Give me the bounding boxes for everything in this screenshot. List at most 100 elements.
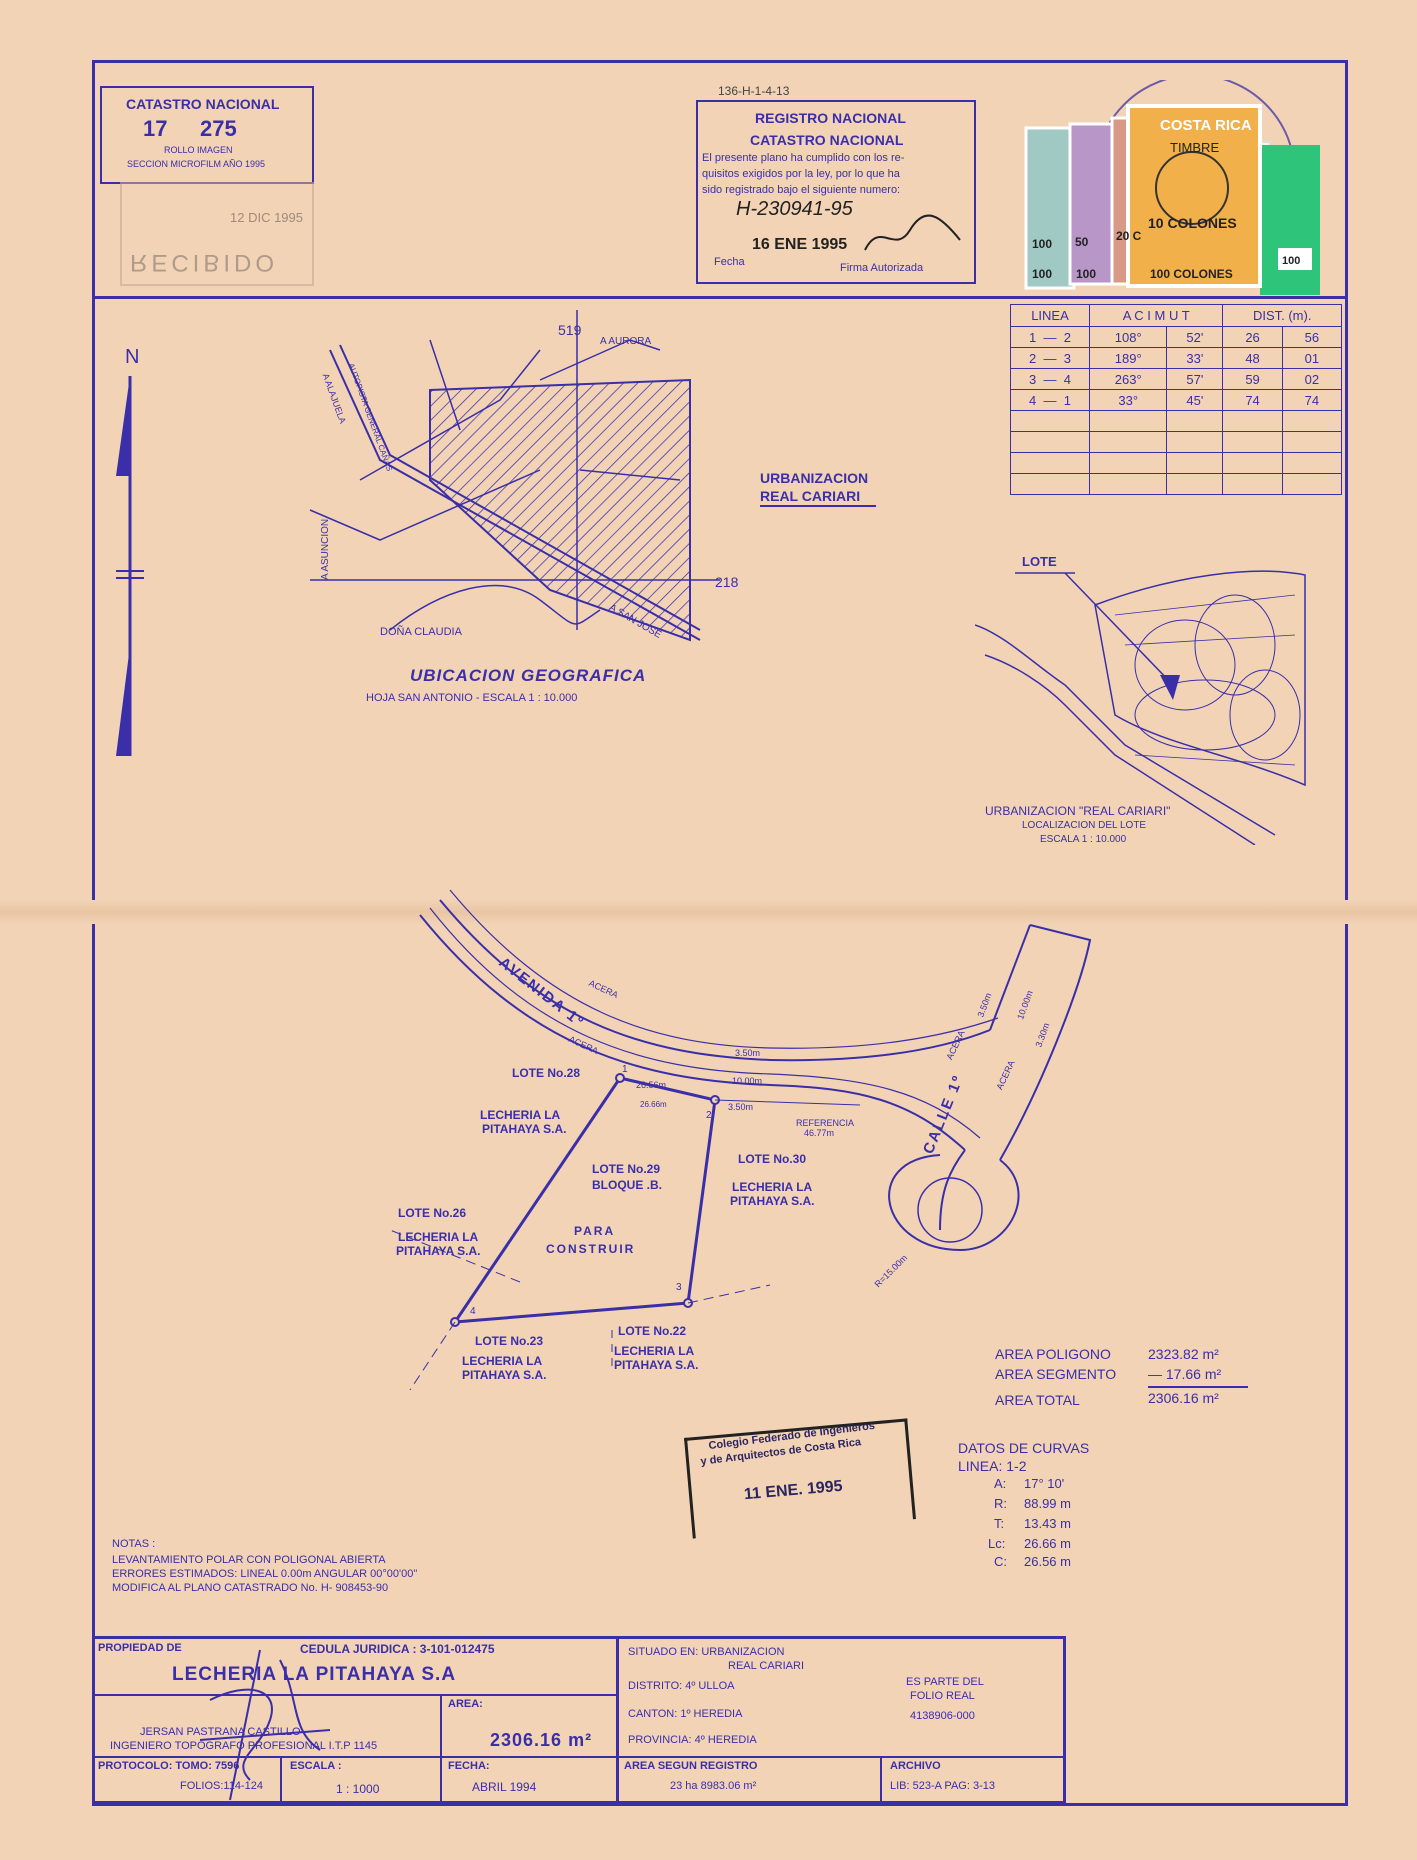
lote-29-para: PARA: [574, 1224, 616, 1238]
registro-firma: Firma Autorizada: [840, 262, 924, 274]
referencia-label: REFERENCIA: [796, 1118, 855, 1128]
area-total-value: 2306.16 m²: [1148, 1390, 1219, 1406]
ubicacion-title: UBICACION GEOGRAFICA: [410, 666, 647, 685]
tb-parte3: 4138906-000: [910, 1710, 975, 1722]
vertex-4: 4: [470, 1306, 476, 1317]
north-arrow-icon: [116, 376, 144, 756]
tb-divider-v2: [440, 1694, 442, 1804]
area-total-label: AREA TOTAL: [995, 1392, 1080, 1408]
stamp-timbre: TIMBRE: [1170, 140, 1219, 155]
tb-escala-label: ESCALA :: [290, 1760, 342, 1772]
recibido-word: RECIBIDO: [130, 249, 279, 276]
registro-signature: [864, 214, 961, 251]
tb-archivo-value: LIB: 523-A PAG: 3-13: [890, 1780, 995, 1792]
localizacion-t2: LOCALIZACION DEL LOTE: [1022, 820, 1147, 831]
curva-r-value: 88.99 m: [1024, 1496, 1071, 1511]
tb-parte2: FOLIO REAL: [910, 1690, 975, 1702]
recibido-stamp: [120, 182, 314, 286]
label-underline: [760, 505, 876, 507]
curva-lc-label: Lc:: [988, 1536, 1006, 1551]
area-segmento-value: — 17.66 m²: [1148, 1366, 1222, 1382]
area-sum-line: [1148, 1386, 1248, 1388]
registro-number: H-230941-95: [736, 198, 853, 220]
tb-situado2: REAL CARIARI: [728, 1660, 805, 1672]
title-block: [92, 1636, 1066, 1804]
catastro-title: CATASTRO NACIONAL: [126, 96, 280, 112]
tb-divider-v3: [280, 1756, 282, 1804]
tb-folios: FOLIOS:114-124: [180, 1780, 263, 1792]
lote-26-owner-b: PITAHAYA S.A.: [396, 1244, 481, 1258]
catastro-line2: SECCION MICROFILM AÑO 1995: [127, 159, 266, 169]
lote-26-owner-a: LECHERIA LA: [398, 1230, 479, 1244]
registro-l3: El presente plano ha cumplido con los re…: [702, 152, 905, 164]
tb-propiedad: PROPIEDAD DE: [98, 1642, 182, 1654]
registro-date: 16 ENE 1995: [752, 236, 848, 253]
lote-pointer-label: LOTE: [1022, 554, 1057, 569]
lote-22-owner-a: LECHERIA LA: [614, 1344, 695, 1358]
registro-l1: REGISTRO NACIONAL: [755, 110, 906, 126]
north-label: N: [125, 346, 140, 368]
localizacion-t1: URBANIZACION "REAL CARIARI": [985, 804, 1171, 818]
table-row: [1010, 452, 1343, 474]
table-row: [1010, 410, 1343, 432]
catastro-number-a: 17: [143, 116, 168, 141]
col-acimut: A C I M U T: [1088, 304, 1224, 327]
tb-parte1: ES PARTE DEL: [906, 1676, 984, 1688]
notas-l2: ERRORES ESTIMADOS: LINEAL 0.00m ANGULAR …: [112, 1568, 418, 1580]
tb-area-label: AREA:: [448, 1698, 483, 1710]
notas-l1: LEVANTAMIENTO POLAR CON POLIGONAL ABIERT…: [112, 1554, 386, 1566]
label-urbanizacion: URBANIZACION: [760, 470, 869, 486]
stamp-100-green: 100: [1282, 255, 1300, 267]
label-aurora: A AURORA: [600, 336, 652, 347]
lote-28-owner-b: PITAHAYA S.A.: [482, 1122, 567, 1136]
lote-29-bloque: BLOQUE .B.: [592, 1178, 663, 1192]
grid-218: 218: [715, 574, 739, 590]
label-asuncion: A ASUNCION: [320, 518, 331, 580]
notas-l3: MODIFICA AL PLANO CATASTRADO No. H- 9084…: [112, 1582, 389, 1594]
col-dist: DIST. (m).: [1222, 304, 1342, 327]
curva-a-value: 17° 10': [1024, 1476, 1065, 1491]
fold-line: [0, 900, 1417, 924]
area-poligono-label: AREA POLIGONO: [995, 1346, 1111, 1362]
lote-28-owner-a: LECHERIA LA: [480, 1108, 561, 1122]
curva-t-value: 13.43 m: [1024, 1516, 1071, 1531]
curva-r-label: R:: [994, 1496, 1007, 1511]
notas-title: NOTAS :: [112, 1538, 156, 1550]
tb-distrito: DISTRITO: 4º ULLOA: [628, 1680, 735, 1692]
tb-area-value: 2306.16 m²: [490, 1730, 593, 1750]
curva-lc-value: 26.66 m: [1024, 1536, 1071, 1551]
dim-1000-a: 10.00m: [732, 1076, 763, 1086]
lote-30-owner-b: PITAHAYA S.A.: [730, 1194, 815, 1208]
dim-2666: 26.66m: [640, 1100, 667, 1109]
tb-fecha-label: FECHA:: [448, 1760, 490, 1772]
area-poligono-value: 2323.82 m²: [1148, 1346, 1219, 1362]
lote-22-owner-b: PITAHAYA S.A.: [614, 1358, 699, 1372]
curvas-title: DATOS DE CURVAS: [958, 1440, 1090, 1456]
ref-code: 136-H-1-4-13: [718, 84, 790, 98]
curva-c-label: C:: [994, 1554, 1007, 1569]
tb-divider-v1: [616, 1636, 619, 1804]
revenue-stamps: COSTA RICA TIMBRE 10 COLONES 100 COLONES…: [1024, 80, 1320, 295]
col-linea: LINEA: [1010, 304, 1090, 327]
referencia-value: 46.77m: [804, 1128, 835, 1138]
registro-l5: sido registrado bajo el siguiente numero…: [702, 184, 901, 196]
stamp-100-c: 100: [1076, 267, 1096, 281]
vertex-2: 2: [706, 1110, 712, 1121]
lote-28: LOTE No.28: [512, 1066, 581, 1080]
plan-drawing: [390, 889, 1092, 1390]
stamp-costa-rica: COSTA RICA: [1160, 117, 1252, 134]
stamp-50: 50: [1075, 235, 1089, 249]
curva-c-value: 26.56 m: [1024, 1554, 1071, 1569]
lote-30: LOTE No.30: [738, 1152, 807, 1166]
dim-2656: 26.56m: [636, 1080, 667, 1090]
tb-owner: LECHERIA LA PITAHAYA S.A: [172, 1664, 457, 1685]
tb-fecha-value: ABRIL 1994: [472, 1780, 537, 1794]
stamp-10-colones: 10 COLONES: [1148, 215, 1237, 231]
area-segmento-label: AREA SEGMENTO: [995, 1366, 1117, 1382]
dim-350-b: 3.50m: [728, 1102, 754, 1112]
curva-a-label: A:: [994, 1476, 1007, 1491]
tb-area-reg-value: 23 ha 8983.06 m²: [670, 1780, 757, 1792]
